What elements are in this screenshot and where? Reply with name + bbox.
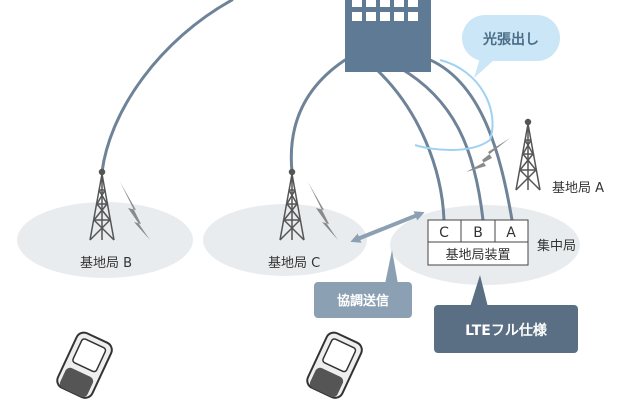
equipment-label: 基地局装置 [445, 248, 510, 263]
fiber-line-slot-a [418, 54, 514, 222]
cell-area-b [17, 202, 193, 278]
central-label: 集中局 [537, 238, 576, 254]
fiber-line-slot-c [373, 66, 446, 222]
signal-icon [466, 138, 510, 172]
station-b-label: 基地局 B [80, 256, 132, 271]
fiber-line-c [289, 58, 347, 174]
tower-icon [515, 118, 541, 191]
kyocho-label: 協調送信 [337, 293, 389, 309]
slot-b-label: B [473, 225, 483, 241]
arrow-icon [350, 211, 425, 243]
slot-c-label: C [439, 225, 449, 241]
tower-icon [279, 168, 305, 241]
hikari-label: 光張出し [482, 31, 539, 48]
hikari-arc [414, 59, 494, 151]
hikari-callout [462, 15, 560, 78]
slot-a-label: A [506, 225, 516, 241]
phone-icon [56, 331, 113, 399]
tower-icon [89, 168, 115, 241]
kyocho-callout [314, 250, 412, 318]
signal-icon [308, 182, 338, 240]
lte-label: LTEフル仕様 [465, 322, 548, 339]
base-station-equipment [427, 219, 529, 266]
fiber-line-slot-b [398, 66, 485, 222]
building-icon [345, 0, 431, 72]
fiber-line-b [100, 0, 234, 174]
phone-icon [306, 331, 363, 399]
station-c-label: 基地局 C [268, 256, 320, 271]
signal-icon [120, 182, 150, 240]
lte-callout [434, 275, 578, 353]
fiber-lines [100, 0, 514, 222]
station-a-label: 基地局 A [552, 181, 604, 196]
